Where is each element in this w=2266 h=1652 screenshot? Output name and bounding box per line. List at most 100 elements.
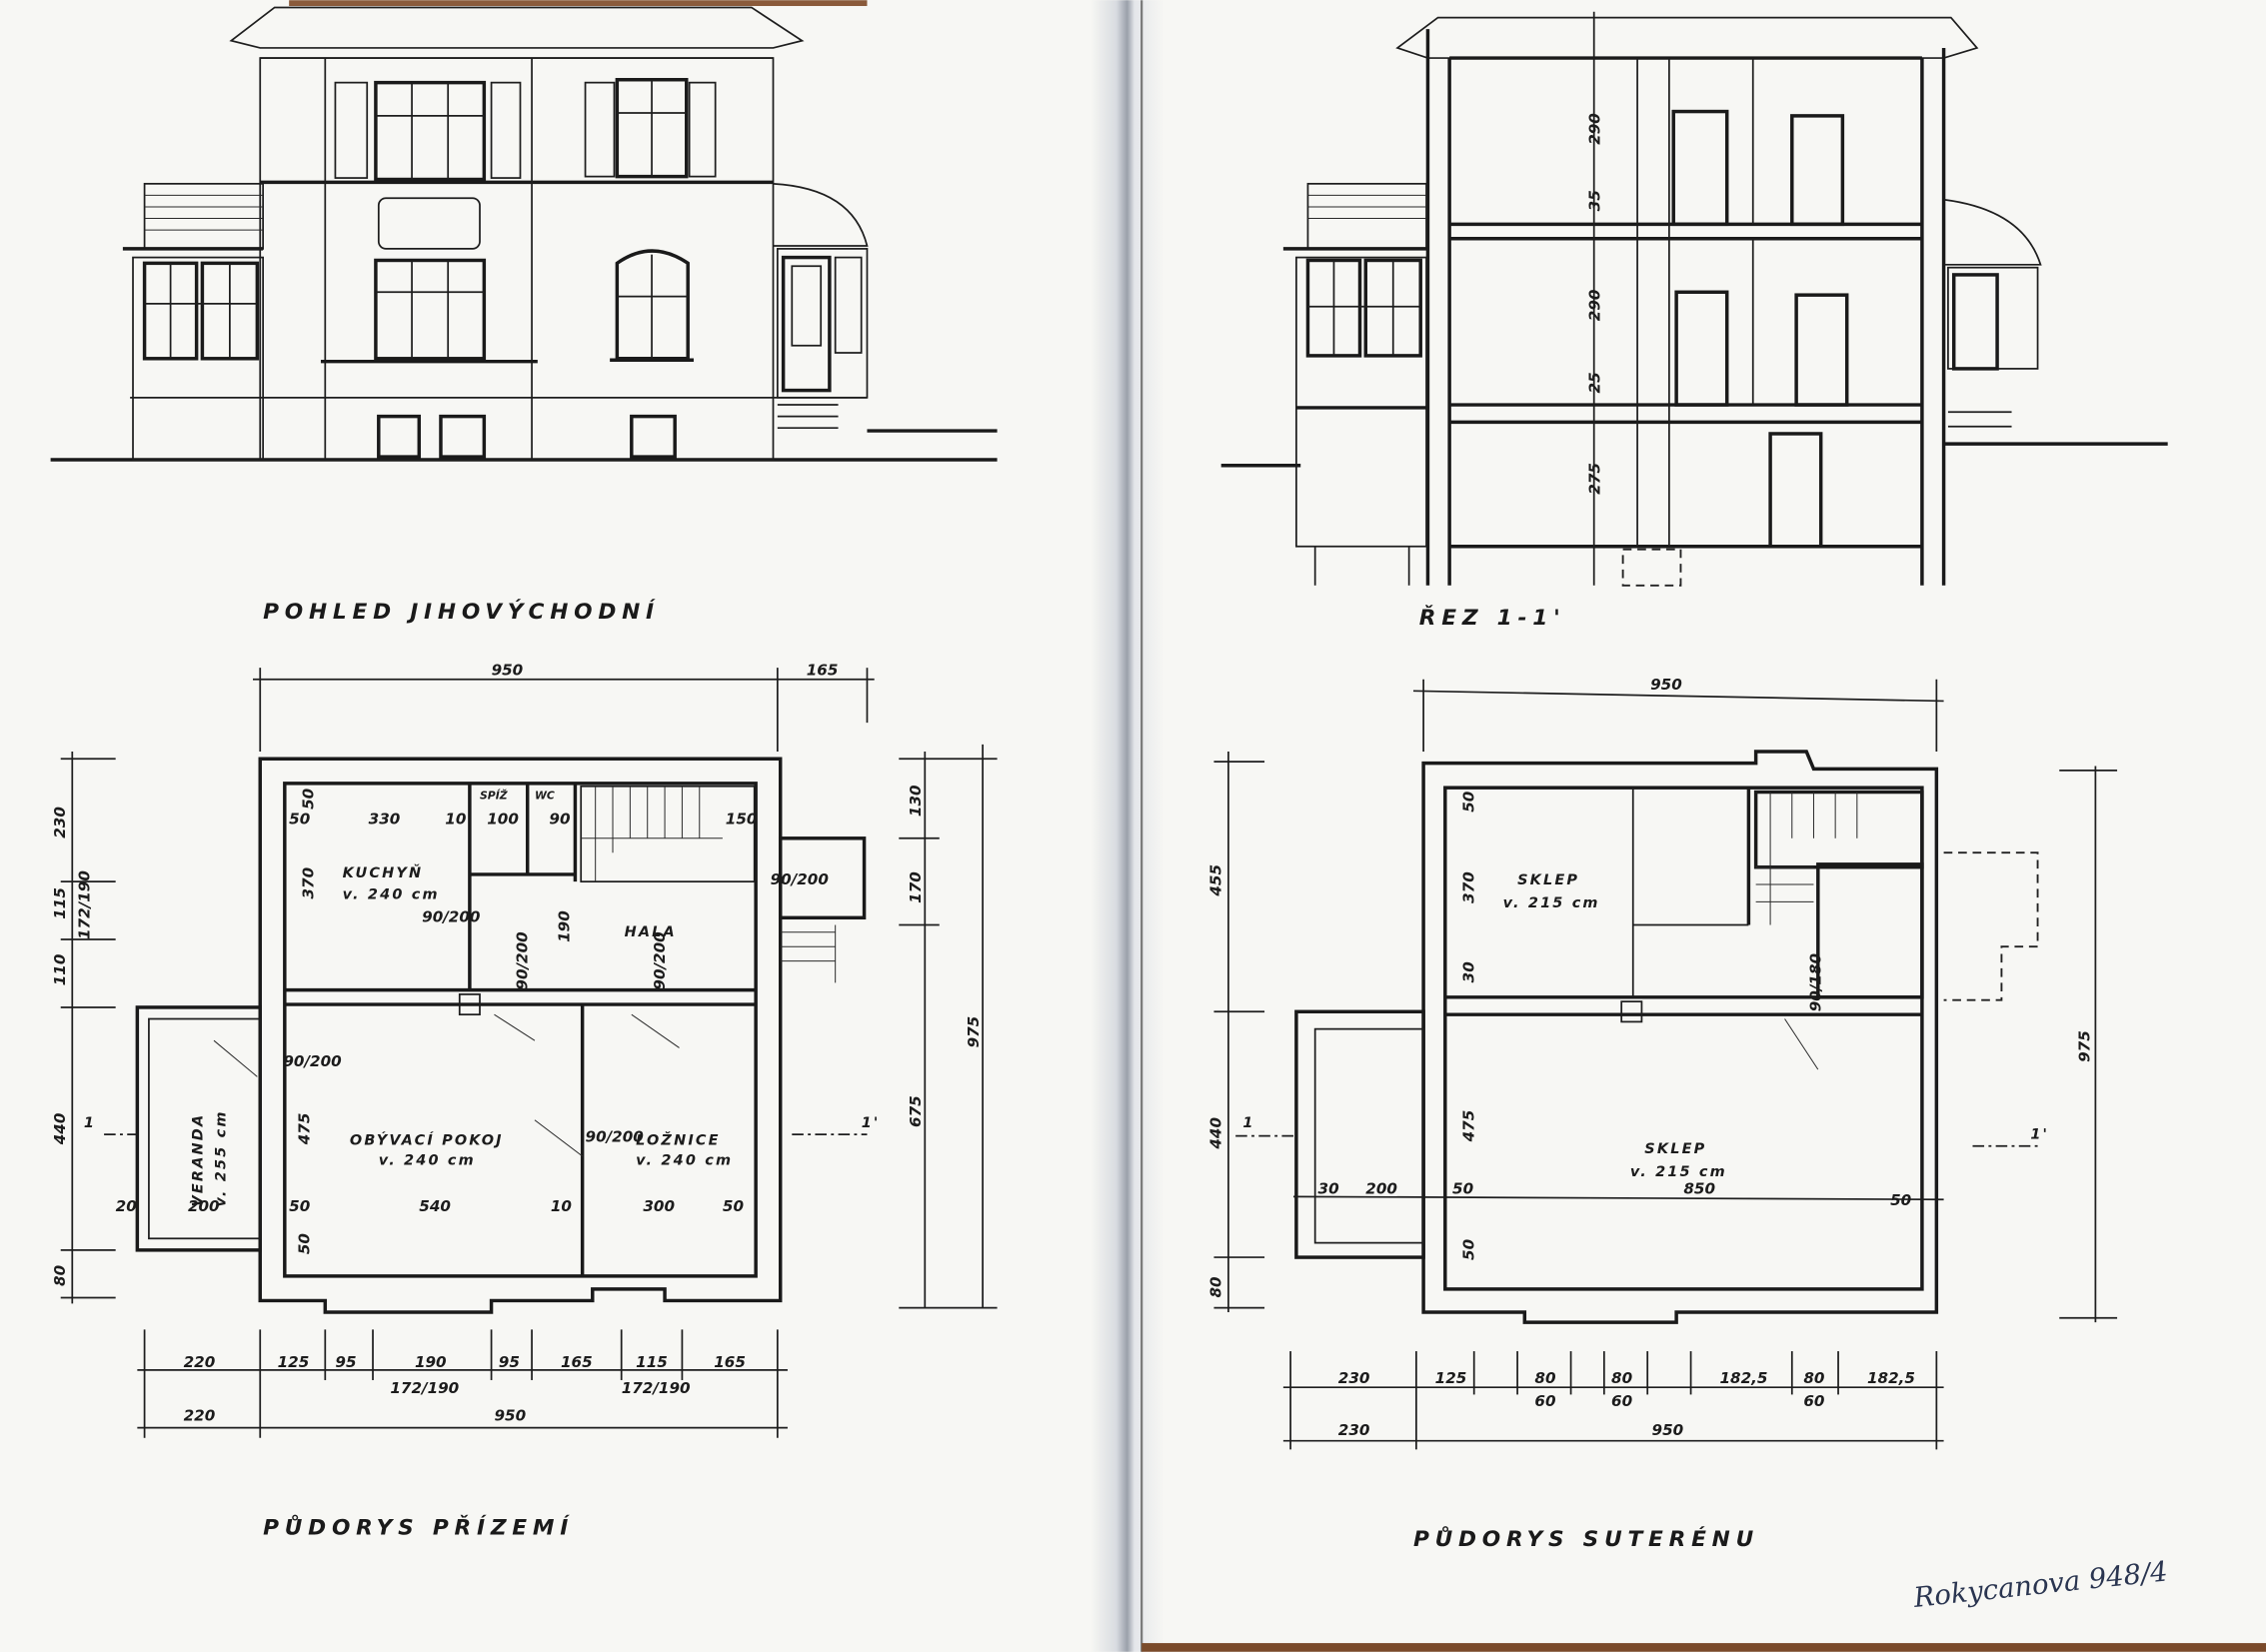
dim-label: 172/190 xyxy=(390,1379,459,1397)
section-mark: 1' xyxy=(862,1115,881,1131)
door-label: 90/200 xyxy=(651,931,669,990)
dim-label: 100 xyxy=(487,810,519,827)
door-label: 90/200 xyxy=(422,908,481,926)
dim-label: 125 xyxy=(1435,1369,1467,1387)
dim-label: 50 xyxy=(1460,791,1478,813)
basement-plan xyxy=(1213,679,2118,1450)
dim-label: 80 xyxy=(51,1264,69,1286)
dim-label: 950 xyxy=(492,661,524,679)
dim-label: 50 xyxy=(723,1197,745,1215)
dim-label: 950 xyxy=(494,1406,526,1424)
dim-label: 90 xyxy=(549,810,571,827)
ground-floor-plan-title: PŮDORYS PŘÍZEMÍ xyxy=(263,1514,574,1541)
dim-label: 165 xyxy=(561,1353,593,1371)
dim-label: 440 xyxy=(51,1112,69,1145)
dim-label: 170 xyxy=(907,871,925,903)
dim-label: 50 xyxy=(1452,1179,1474,1197)
dim-label: 190 xyxy=(556,910,574,942)
dim-label: 50 xyxy=(1890,1191,1912,1209)
page-top-edge xyxy=(289,0,868,7)
dim-label: 50 xyxy=(289,810,311,827)
dim-label: 300 xyxy=(643,1197,675,1215)
dim-label: 35 xyxy=(1585,190,1603,211)
dim-label: 475 xyxy=(295,1113,313,1146)
dim-label: 172/190 xyxy=(622,1379,691,1397)
room-name-kitchen: KUCHYŇ xyxy=(343,864,424,881)
dim-label: 200 xyxy=(1365,1179,1397,1197)
dim-label: 330 xyxy=(369,810,401,827)
dim-label: 182,5 xyxy=(1719,1369,1767,1387)
door-label: 90/200 xyxy=(283,1052,342,1070)
section-mark: 1 xyxy=(1242,1115,1254,1131)
door-label: 90/200 xyxy=(771,870,830,888)
ground-floor-labels: KUCHYŇ v. 240 cm SPÍŽ WC HALA OBÝVACÍ PO… xyxy=(51,661,983,1424)
dim-label: 950 xyxy=(1650,676,1682,694)
basement-labels: SKLEP v. 215 cm SKLEP v. 215 cm 90/180 9… xyxy=(1207,676,2094,1439)
book-spine xyxy=(1091,0,1163,1652)
section-mark: 1' xyxy=(2030,1127,2049,1143)
room-name-cellar: SKLEP xyxy=(1517,872,1579,888)
door-label: 90/180 xyxy=(1807,953,1825,1012)
dim-label: 115 xyxy=(636,1353,668,1371)
dim-label: 30 xyxy=(1460,961,1478,983)
dim-label: 50 xyxy=(289,1197,311,1215)
page-bottom-edge xyxy=(1141,1643,2266,1652)
room-height-cellar-large: v. 215 cm xyxy=(1630,1164,1727,1180)
ground-floor-plan xyxy=(60,668,998,1438)
dim-label: 540 xyxy=(419,1197,451,1215)
room-name-bedroom: LOŽNICE xyxy=(636,1131,721,1148)
room-height-veranda: v. 255 cm xyxy=(214,1109,230,1206)
dim-label: 850 xyxy=(1683,1179,1715,1197)
section-drawing xyxy=(1220,11,2168,587)
dim-label: 220 xyxy=(184,1353,216,1371)
dim-label: 10 xyxy=(445,810,467,827)
dim-label: 182,5 xyxy=(1867,1369,1915,1387)
dim-label: 200 xyxy=(188,1197,220,1215)
dim-label: 130 xyxy=(907,785,925,817)
dim-label: 455 xyxy=(1207,864,1225,897)
dim-label: 25 xyxy=(1585,372,1603,393)
section-title: ŘEZ 1-1' xyxy=(1419,605,1566,631)
basement-plan-title: PŮDORYS SUTERÉNU xyxy=(1413,1525,1759,1552)
dim-label: 50 xyxy=(300,788,318,810)
dim-label: 275 xyxy=(1585,463,1603,495)
dim-label: 190 xyxy=(415,1353,447,1371)
dim-label: 110 xyxy=(51,953,69,985)
door-label: 90/200 xyxy=(586,1127,645,1145)
dim-label: 60 xyxy=(1611,1392,1633,1410)
dim-label: 10 xyxy=(551,1197,573,1215)
dim-label: 80 xyxy=(1534,1369,1556,1387)
dim-label: 975 xyxy=(2076,1030,2094,1062)
dim-label: 230 xyxy=(51,807,69,838)
dim-label: 370 xyxy=(300,866,318,898)
dim-label: 172/190 xyxy=(76,870,94,939)
dim-label: 975 xyxy=(965,1016,983,1048)
dim-label: 165 xyxy=(714,1353,746,1371)
elevation-drawing xyxy=(50,6,998,462)
dim-label: 440 xyxy=(1207,1117,1225,1150)
dim-label: 150 xyxy=(726,810,758,827)
room-height-kitchen: v. 240 cm xyxy=(343,887,440,903)
dim-label: 50 xyxy=(295,1233,313,1255)
dim-label: 220 xyxy=(184,1406,216,1424)
room-name-hall: HALA xyxy=(625,924,677,940)
dim-label: 125 xyxy=(278,1353,310,1371)
dim-label: 115 xyxy=(51,887,69,919)
dim-label: 165 xyxy=(807,661,839,679)
dim-label: 290 xyxy=(1585,289,1603,321)
dim-label: 80 xyxy=(1207,1276,1225,1298)
dim-label: 290 xyxy=(1585,113,1603,145)
room-name-pantry: SPÍŽ xyxy=(480,789,509,803)
room-height-cellar: v. 215 cm xyxy=(1503,895,1600,911)
room-height-living: v. 240 cm xyxy=(379,1153,476,1169)
dim-label: 80 xyxy=(1611,1369,1633,1387)
dim-label: 50 xyxy=(1460,1238,1478,1260)
dim-label: 475 xyxy=(1460,1110,1478,1143)
door-label: 90/200 xyxy=(514,931,532,990)
room-name-veranda: VERANDA xyxy=(190,1113,206,1207)
room-name-wc: WC xyxy=(535,790,555,803)
dim-label: 230 xyxy=(1338,1421,1370,1439)
dim-label: 30 xyxy=(1318,1179,1340,1197)
dim-label: 370 xyxy=(1460,871,1478,903)
